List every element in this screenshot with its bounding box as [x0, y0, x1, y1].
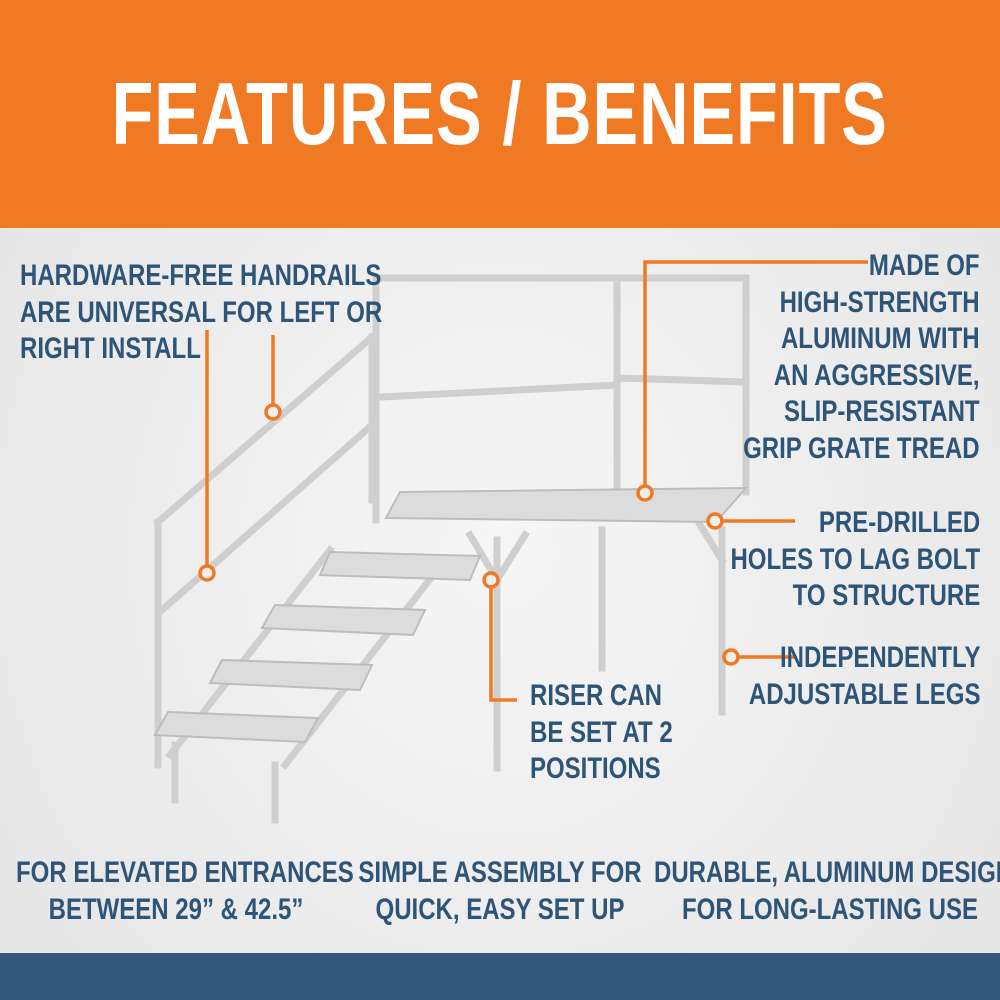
callout-handrails: HARDWARE-FREE HANDRAILS ARE UNIVERSAL FO… — [20, 258, 382, 368]
callout-lines — [205, 260, 868, 702]
callout-line: BE SET AT 2 — [530, 715, 673, 749]
benefit-assembly: SIMPLE ASSEMBLY FOR QUICK, EASY SET UP — [340, 855, 660, 928]
page-title: FEATURES / BENEFITS — [111, 64, 889, 163]
callout-legs: INDEPENDENTLY ADJUSTABLE LEGS — [748, 640, 980, 713]
callout-dot — [722, 648, 740, 666]
callout-dot — [264, 403, 282, 421]
callout-line: ADJUSTABLE LEGS — [748, 677, 980, 711]
callout-dot — [706, 512, 724, 530]
callout-line: ARE UNIVERSAL FOR LEFT OR — [20, 295, 383, 329]
callout-line: HOLES TO LAG BOLT — [730, 542, 980, 576]
stair-frame — [153, 274, 750, 824]
callout-line: MADE OF — [869, 249, 980, 282]
callout-line: AN AGGRESSIVE, — [774, 358, 980, 392]
benefit-line: QUICK, EASY SET UP — [375, 892, 625, 926]
grip-treads — [153, 486, 749, 744]
benefit-durable: DURABLE, ALUMINUM DESIGN FOR LONG-LASTIN… — [654, 855, 1000, 928]
callout-line: HIGH-STRENGTH — [780, 285, 980, 319]
benefit-line: FOR LONG-LASTING USE — [682, 892, 978, 926]
callout-line: RIGHT INSTALL — [20, 332, 201, 365]
callout-line: POSITIONS — [530, 752, 661, 785]
callout-line: ALUMINUM WITH — [781, 322, 980, 355]
callout-line: RISER CAN — [530, 679, 663, 712]
benefit-line: FOR ELEVATED ENTRANCES — [16, 856, 354, 889]
callout-line: SLIP-RESISTANT — [784, 395, 980, 428]
callout-line: PRE-DRILLED — [818, 506, 980, 539]
callout-dot — [198, 564, 216, 582]
benefit-line: BETWEEN 29” & 42.5” — [48, 892, 304, 926]
callout-dot — [636, 484, 654, 502]
callout-line: TO STRUCTURE — [792, 579, 980, 612]
benefit-elevated: FOR ELEVATED ENTRANCES BETWEEN 29” & 42.… — [16, 855, 354, 928]
callout-line: GRIP GRATE TREAD — [743, 431, 980, 465]
callout-material: MADE OF HIGH-STRENGTH ALUMINUM WITH AN A… — [744, 248, 980, 467]
benefit-line: DURABLE, ALUMINUM DESIGN — [654, 856, 1000, 889]
benefit-line: SIMPLE ASSEMBLY FOR — [358, 856, 642, 889]
callout-line: INDEPENDENTLY — [779, 641, 980, 674]
footer-band — [0, 953, 1000, 1000]
callout-line: HARDWARE-FREE HANDRAILS — [20, 259, 382, 292]
callout-dot — [482, 571, 500, 589]
callout-riser: RISER CAN BE SET AT 2 POSITIONS — [530, 678, 673, 788]
callout-dots — [198, 403, 740, 666]
callout-holes: PRE-DRILLED HOLES TO LAG BOLT TO STRUCTU… — [730, 505, 980, 615]
header-banner: FEATURES / BENEFITS — [0, 0, 1000, 228]
